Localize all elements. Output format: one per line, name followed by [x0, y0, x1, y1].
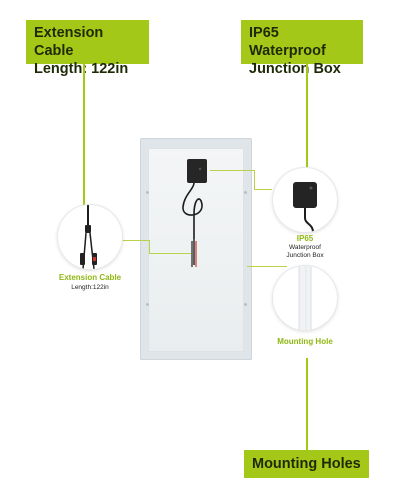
extension-cable-callout-line2: Length: 122in — [34, 61, 129, 77]
mounting-hole-left-top — [146, 191, 149, 194]
junction-connector-line-v — [254, 170, 255, 189]
junction-box-leader-line — [306, 64, 308, 168]
mounting-hole-left-bottom — [146, 303, 149, 306]
junction-box-zoom-icon — [293, 182, 317, 232]
mounting-hole-right-top — [244, 191, 247, 194]
junction-connector-line-h2 — [254, 189, 272, 190]
cable-connector-line-v — [149, 240, 150, 253]
extension-cable-leader-line — [83, 64, 85, 214]
cable-connector-line-h2 — [149, 253, 191, 254]
cable-coil — [182, 182, 203, 239]
junction-box-with-cable — [182, 159, 207, 267]
junction-box-callout-line1: IP65 Waterproof — [249, 25, 326, 59]
junction-box-icon — [187, 159, 207, 183]
mounting-hole-zoom-icon — [298, 266, 312, 330]
junction-box-callout: IP65 Waterproof Junction Box — [241, 20, 363, 77]
cable-connectors-icon — [80, 205, 97, 269]
mounting-holes-leader-line — [306, 358, 308, 450]
extension-cable-callout: Extension Cable Length: 122in — [26, 20, 149, 77]
mounting-holes-callout-label: Mounting Holes — [252, 456, 361, 472]
junction-zoom-subtitle-2: Junction Box — [286, 252, 324, 259]
mounting-hole-right-bottom — [244, 303, 247, 306]
junction-zoom-circle — [273, 168, 337, 232]
junction-box-callout-line2: Junction Box — [249, 61, 341, 77]
junction-connector-line-h — [210, 170, 254, 171]
cable-connector-line-h — [121, 240, 149, 241]
cable-zoom-title: Extension Cable — [58, 273, 122, 282]
hole-connector-line — [247, 266, 287, 267]
cable-zoom-circle — [58, 205, 122, 269]
extension-cable-callout-line1: Extension Cable — [34, 25, 104, 59]
hole-zoom-circle — [273, 266, 337, 330]
cable-zoom-subtitle: Length:122in — [71, 284, 109, 291]
junction-zoom-subtitle-1: Waterproof — [289, 244, 321, 251]
hole-zoom-title: Mounting Hole — [277, 337, 333, 346]
junction-zoom-title: IP65 — [296, 234, 314, 243]
mounting-holes-callout: Mounting Holes — [244, 450, 369, 478]
